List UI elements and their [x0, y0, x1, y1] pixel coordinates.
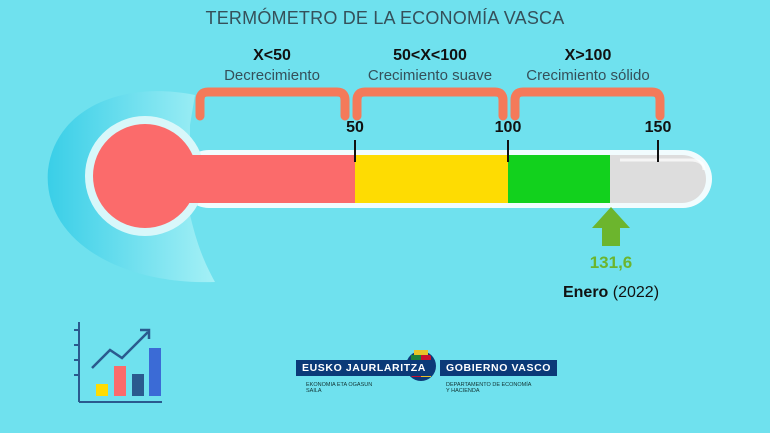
page-title: TERMÓMETRO DE LA ECONOMÍA VASCA [205, 8, 565, 28]
brace-solido [510, 87, 665, 121]
indicator-year: (2022) [612, 284, 660, 301]
logo-left-dept-line2: SAILA [306, 388, 322, 394]
arrow-up-icon [592, 207, 630, 246]
range-suave: 50<X<100 Crecimiento suave [345, 47, 515, 84]
logo-right-dept-line1: DEPARTAMENTO DE ECONOMÍA [446, 382, 532, 388]
indicator-value: 131,6 [589, 253, 633, 272]
logo-gobierno-vasco: GOBIERNO VASCO [440, 360, 558, 376]
range-description: Crecimiento sólido [526, 67, 650, 84]
logo-eusko-jaurlaritza: EUSKO JAURLARITZA [296, 360, 432, 376]
logo-left-dept-line1: EKONOMIA ETA OGASUN [306, 382, 373, 388]
range-description: Crecimiento suave [367, 67, 493, 84]
range-condition: X>100 [564, 47, 612, 64]
brace-decrecimiento [195, 87, 350, 121]
zone-solido [508, 155, 610, 203]
indicator-month: Enero [562, 284, 609, 301]
brace-suave [352, 87, 508, 121]
zone-decrecimiento [150, 155, 355, 203]
bar-chart-growth-icon [74, 322, 162, 403]
range-condition: 50<X<100 [393, 47, 467, 64]
range-decrecimiento: X<50 Decrecimiento [187, 47, 357, 84]
tick-label-100: 100 [494, 119, 522, 136]
range-description: Decrecimiento [224, 67, 320, 84]
zone-suave [355, 155, 508, 203]
logo-right-dept-line2: Y HACIENDA [446, 388, 480, 394]
tick-label-50: 50 [346, 119, 364, 136]
logo-left-department: EKONOMIA ETA OGASUN SAILA [306, 382, 372, 394]
logo-right-department: DEPARTAMENTO DE ECONOMÍA Y HACIENDA [446, 382, 531, 394]
tick-label-150: 150 [644, 119, 672, 136]
range-condition: X<50 [253, 47, 291, 64]
indicator-date: Enero (2022) [541, 284, 681, 302]
range-solido: X>100 Crecimiento sólido [503, 47, 673, 84]
